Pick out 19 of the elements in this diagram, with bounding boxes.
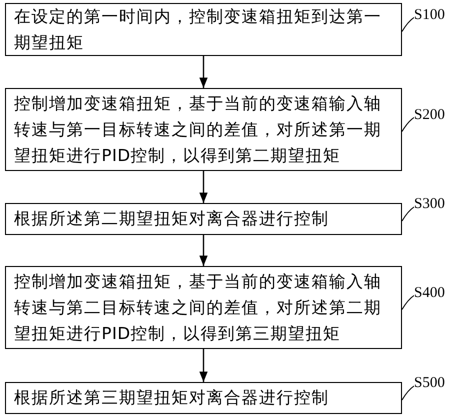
step-number: S200 bbox=[414, 106, 445, 124]
process-box bbox=[5, 382, 402, 414]
process-box bbox=[5, 88, 402, 171]
arrow bbox=[199, 56, 208, 88]
step-text: 根据所述第三期望扭矩对离合器进行控制 bbox=[14, 387, 330, 409]
step-number: S400 bbox=[414, 284, 445, 302]
step-number: S500 bbox=[414, 374, 445, 392]
arrow bbox=[199, 171, 208, 203]
step-text: 控制增加变速箱扭矩，基于当前的变速箱输入轴转速与第一目标转速之间的差值，对所述第一期望扭矩进行PID控制，以得到第二期望扭矩 bbox=[14, 92, 382, 166]
step-number: S300 bbox=[414, 195, 445, 213]
step-text: 根据所述第二期望扭矩对离合器进行控制 bbox=[14, 208, 330, 230]
process-box bbox=[5, 3, 402, 56]
process-box bbox=[5, 203, 402, 235]
step-text: 在设定的第一时间内，控制变速箱扭矩到达第一期望扭矩 bbox=[14, 6, 382, 54]
arrow bbox=[199, 235, 208, 266]
process-box bbox=[5, 266, 402, 349]
step-text: 控制增加变速箱扭矩，基于当前的变速箱输入轴转速与第二目标转速之间的差值，对所述第二期望扭矩进行PID控制，以得到第三期望扭矩 bbox=[14, 270, 382, 344]
step-number: S100 bbox=[414, 6, 445, 24]
arrow bbox=[199, 349, 208, 382]
